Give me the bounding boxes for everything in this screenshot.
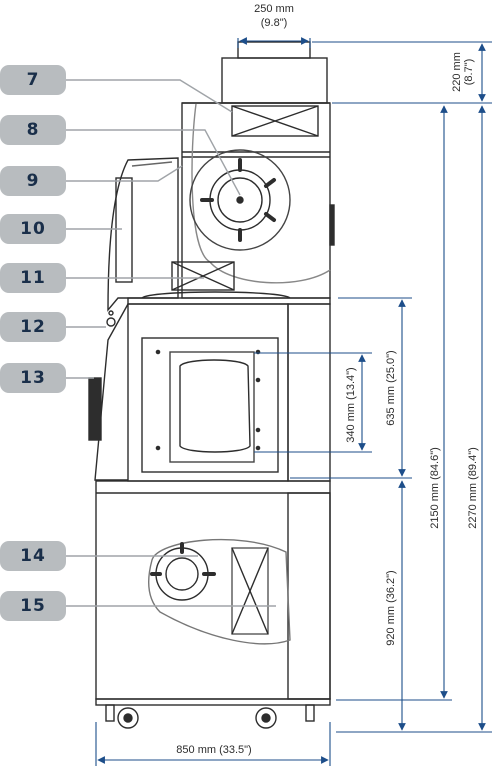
dim-top-height-in: (8.7") <box>463 59 475 86</box>
callout-number: 9 <box>26 171 40 191</box>
filter-frame <box>141 337 279 473</box>
callout-badge-10: 10 <box>0 214 66 244</box>
dimension-lines <box>95 37 492 766</box>
callout-number: 11 <box>20 268 46 288</box>
callout-number: 14 <box>20 546 46 566</box>
top-filter <box>231 105 319 137</box>
callout-badge-13: 13 <box>0 363 66 393</box>
top-duct-box <box>221 57 328 104</box>
dim-frame: 635 mm (25.0") <box>385 350 397 425</box>
dim-opening: 340 mm (13.4") <box>345 367 357 442</box>
callout-number: 7 <box>26 70 40 90</box>
dim-width: 850 mm (33.5") <box>176 744 251 756</box>
leader-7 <box>62 79 233 113</box>
callout-number: 13 <box>20 368 46 388</box>
dim-lower: 920 mm (36.2") <box>385 570 397 645</box>
callout-badge-8: 8 <box>0 115 66 145</box>
dim-top-height-mm: 220 mm <box>451 52 463 92</box>
callout-badge-11: 11 <box>0 263 66 293</box>
callout-number: 12 <box>20 317 46 337</box>
dim-top-width-in: (9.8") <box>261 17 288 29</box>
callout-badge-9: 9 <box>0 166 66 196</box>
callout-badge-15: 15 <box>0 591 66 621</box>
machine-outline <box>88 41 335 729</box>
dim-total-height: 2270 mm (89.4") <box>467 447 479 529</box>
lower-cabinet <box>95 480 331 700</box>
callout-badge-12: 12 <box>0 312 66 342</box>
leader-lines <box>62 79 276 607</box>
front-cover-window <box>115 177 133 283</box>
callout-badge-7: 7 <box>0 65 66 95</box>
dim-body-height: 2150 mm (84.6") <box>429 447 441 529</box>
top-duct-collar <box>237 41 311 59</box>
callout-badge-14: 14 <box>0 541 66 571</box>
dimension-labels: 250 mm (9.8") 220 mm (8.7") 2270 mm (89.… <box>176 3 479 756</box>
module-filter <box>171 261 235 291</box>
dim-top-width-mm: 250 mm <box>254 3 294 15</box>
callout-number: 10 <box>20 219 46 239</box>
mid-cabinet <box>127 303 289 482</box>
leader-9 <box>62 165 183 182</box>
leader-8 <box>62 129 241 196</box>
callout-number: 15 <box>20 596 46 616</box>
callout-number: 8 <box>26 120 40 140</box>
